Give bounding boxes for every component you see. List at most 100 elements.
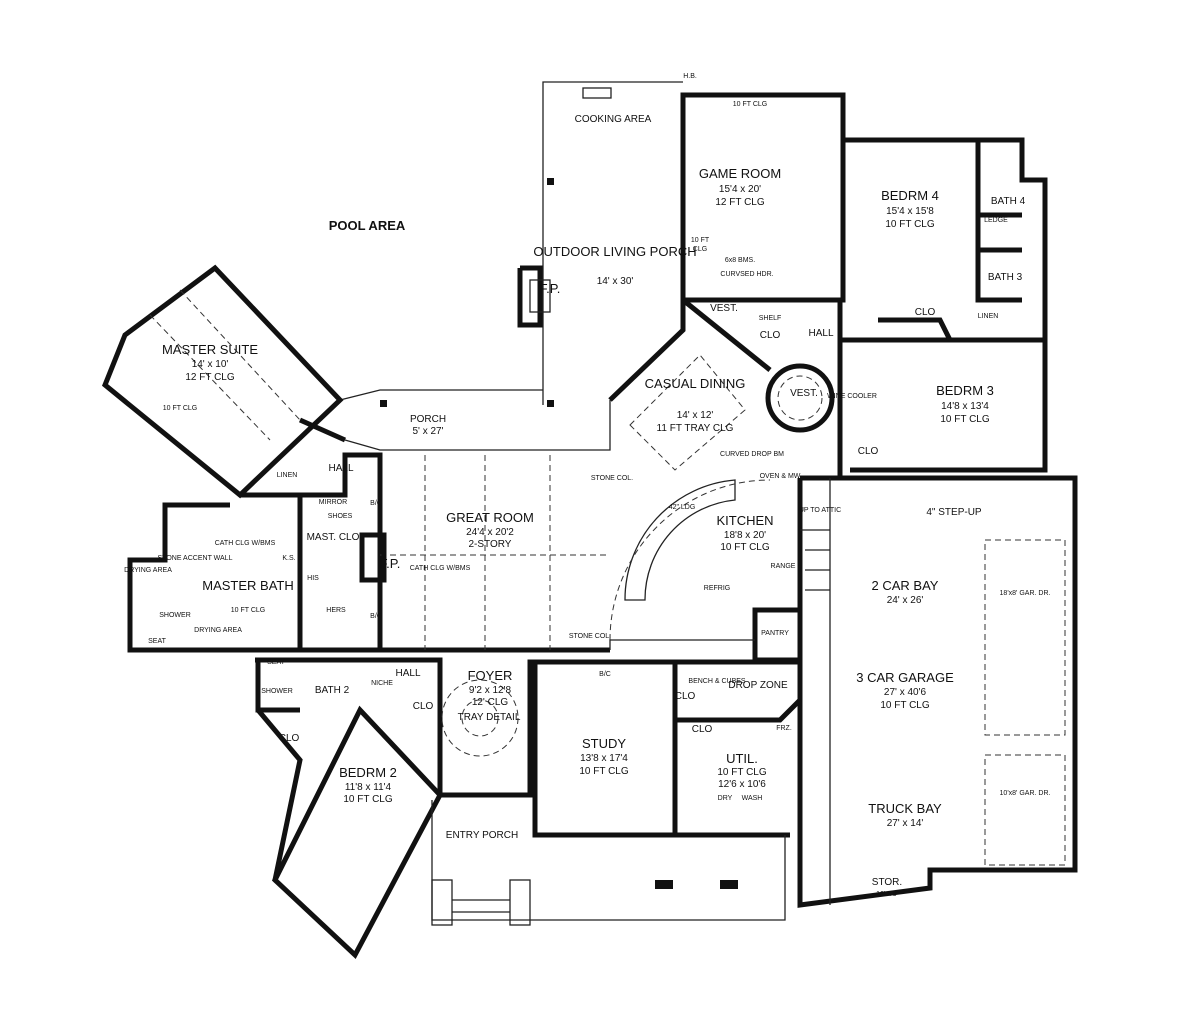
minor-labels: F.P. F.P. VEST. VEST. HALL HALL HALL CLO… — [124, 73, 1050, 802]
bath-label: BATH 3 — [988, 272, 1023, 283]
ceiling-label: CATH CLG W/BMS — [410, 565, 471, 572]
room-dims: 14' x 10' — [192, 359, 229, 370]
shoes-label: SHOES — [328, 513, 353, 520]
room-dims: 14' x 30' — [597, 276, 634, 287]
bath-label: BATH 2 — [315, 685, 350, 696]
garage-door-label: 18'x8' GAR. DR. — [1000, 590, 1051, 597]
pantry-label: PANTRY — [761, 630, 789, 637]
dryer-label: DRY — [718, 795, 733, 802]
closet-label: CLO — [760, 330, 781, 341]
drying-area-label: DRYING AREA — [194, 627, 242, 634]
step-up-label: 4" STEP-UP — [926, 507, 982, 518]
room-ceiling: 10 FT CLG — [231, 607, 266, 614]
closet-label: CLO — [915, 307, 936, 318]
beams-label: 6x8 BMS. — [725, 257, 755, 264]
room-dims: 9'2 x 12'8 — [469, 685, 512, 696]
ceiling-label: CATH CLG W/BMS — [215, 540, 276, 547]
exterior-walls — [101, 92, 1078, 960]
bookcase-label: B/C — [370, 500, 382, 507]
room-ceiling: 10 FT CLG — [880, 700, 929, 711]
ks-label: K.S. — [282, 555, 295, 562]
shower-label: SHOWER — [159, 612, 191, 619]
closet-label: CLO — [279, 733, 300, 744]
hall-label: HALL — [328, 463, 353, 474]
room-ceiling: 10 FT CLG — [720, 542, 769, 553]
shelf-label: SHELF — [759, 315, 782, 322]
room-entry-porch: ENTRY PORCH — [446, 830, 518, 841]
hall-label: HALL — [808, 328, 833, 339]
vestibule-label: VEST. — [790, 388, 818, 399]
room-foyer: FOYER — [468, 668, 513, 683]
oven-label: OVEN & MW — [760, 473, 801, 480]
stone-column-label: STONE COL. — [569, 633, 611, 640]
room-ceiling: 10 FT CLG — [885, 219, 934, 230]
room-dims: 12'6 x 10'6 — [718, 779, 766, 790]
room-dims: 24' x 26' — [887, 595, 924, 606]
ledge-label: 42" LDG — [669, 504, 696, 511]
ceiling-label: 10 FT — [691, 237, 710, 244]
stone-column-label: STONE COL. — [591, 475, 633, 482]
seat-label: SEAT — [148, 638, 166, 645]
range-label: RANGE — [771, 563, 796, 570]
vestibule-label: VEST. — [710, 303, 738, 314]
room-dims: 15'4 x 20' — [719, 184, 761, 195]
fireplace-label: F.P. — [380, 556, 401, 571]
room-kitchen: KITCHEN — [716, 513, 773, 528]
room-dims: 15'4 x 15'8 — [886, 206, 934, 217]
ceiling-label: 10 FT CLG — [733, 101, 768, 108]
garage-door-label: 10'x8' GAR. DR. — [1000, 790, 1051, 797]
room-ceiling: 2-STORY — [469, 539, 512, 550]
header-label: CURVSED HDR. — [720, 271, 773, 278]
room-great-room: GREAT ROOM — [446, 510, 534, 525]
room-ceiling: 10 FT CLG — [579, 766, 628, 777]
room-dims: 5' x 27' — [412, 426, 443, 437]
closet-label: CLO — [692, 724, 713, 735]
room-ceiling: 10 FT CLG — [940, 414, 989, 425]
washer-label: WASH — [742, 795, 763, 802]
room-master-bath: MASTER BATH — [202, 578, 294, 593]
wine-cooler-label: WINE COOLER — [827, 393, 877, 400]
room-master-suite: MASTER SUITE — [162, 342, 258, 357]
room-cooking-area: COOKING AREA — [575, 114, 652, 125]
room-dims: 14' x 12' — [677, 410, 714, 421]
room-casual-dining: CASUAL DINING — [645, 376, 746, 391]
room-ceiling: 10 FT CLG — [717, 767, 766, 778]
room-study: STUDY — [582, 736, 626, 751]
room-ceiling: 11 FT TRAY CLG — [657, 423, 734, 434]
freezer-label: FRZ. — [776, 725, 792, 732]
room-util: UTIL. — [726, 751, 758, 766]
hers-label: HERS — [326, 607, 346, 614]
room-dims: 27' x 14' — [887, 818, 924, 829]
room-dims: 27' x 40'6 — [884, 687, 927, 698]
linen-label: LINEN — [978, 313, 999, 320]
mirror-label: MIRROR — [319, 499, 347, 506]
room-pool-area: POOL AREA — [329, 218, 406, 233]
accent-wall-label: STONE ACCENT WALL — [158, 555, 233, 562]
ceiling-label: 10 FT CLG — [163, 405, 198, 412]
linen-label: LINEN — [277, 472, 298, 479]
room-bedrm-4: BEDRM 4 — [881, 188, 939, 203]
room-dims: 24'4 x 20'2 — [466, 527, 514, 538]
outdoor-porch-outline — [339, 81, 683, 407]
hall-label: HALL — [395, 668, 420, 679]
refrigerator-label: REFRIG — [704, 585, 730, 592]
hose-bib-label: H.B. — [683, 73, 697, 80]
shower-label: SHOWER — [261, 688, 293, 695]
room-bedrm-3: BEDRM 3 — [936, 383, 994, 398]
his-label: HIS — [307, 575, 319, 582]
room-ceiling: 12 FT CLG — [715, 197, 764, 208]
niche-label: NICHE — [371, 680, 393, 687]
room-ceiling: 10 FT CLG — [343, 794, 392, 805]
drying-area-label: DRYING AREA — [124, 567, 172, 574]
room-dims: 18'8 x 20' — [724, 530, 766, 541]
ceiling-label: CLG — [693, 246, 707, 253]
closet-label: CLO — [858, 446, 879, 457]
room-bedrm-2: BEDRM 2 — [339, 765, 397, 780]
room-ceiling: 12 FT CLG — [185, 372, 234, 383]
room-storage: STOR. — [872, 877, 902, 888]
room-labels: POOL AREA COOKING AREA GAME ROOM 15'4 x … — [162, 114, 994, 898]
room-dims: 14'8 x 13'4 — [941, 401, 989, 412]
bookcase-label: B/C — [599, 671, 611, 678]
drop-beam-label: CURVED DROP BM — [720, 451, 784, 458]
